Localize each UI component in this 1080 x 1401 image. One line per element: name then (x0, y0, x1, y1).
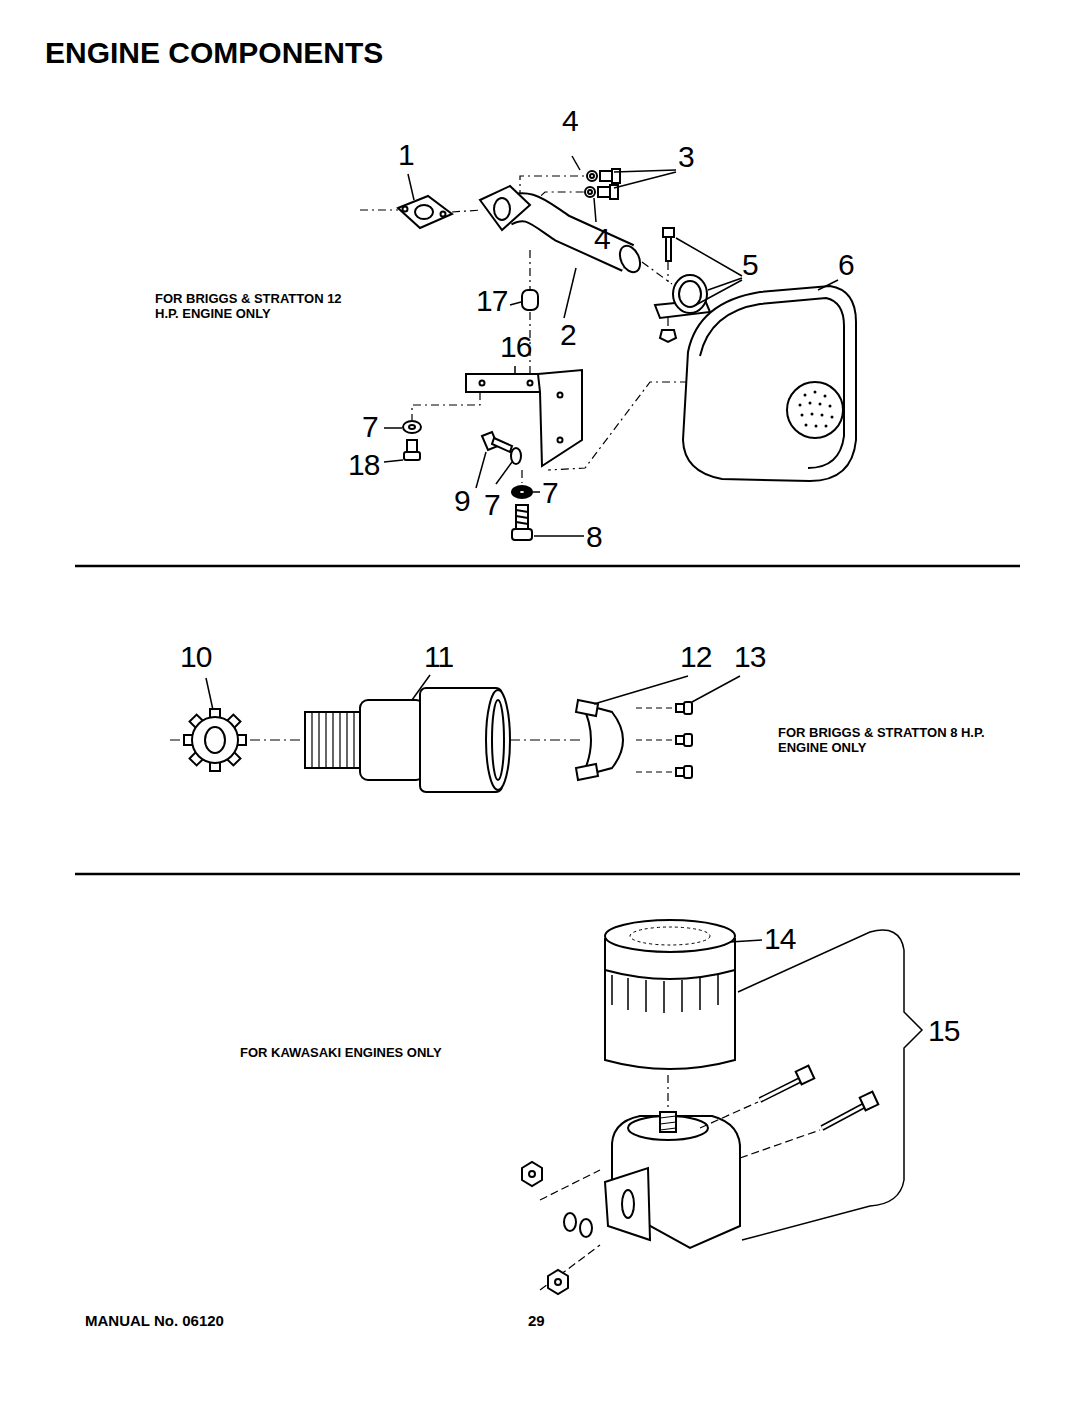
callout-number: 3 (678, 140, 694, 175)
callout-number: 11 (424, 640, 453, 675)
page-title: ENGINE COMPONENTS (45, 36, 383, 71)
page-footer: 29 (528, 1312, 545, 1329)
callout-number: 2 (560, 318, 576, 353)
callout-number: 6 (838, 248, 854, 283)
engine-note: FOR BRIGGS & STRATTON 8 H.P. ENGINE ONLY (778, 726, 1008, 756)
page-footer: MANUAL No. 06120 (85, 1312, 224, 1329)
callout-number: 14 (764, 922, 795, 957)
callout-number: 4 (594, 222, 610, 257)
callout-number: 7 (542, 476, 558, 511)
callout-number: 12 (680, 640, 711, 675)
engine-note: FOR KAWASAKI ENGINES ONLY (240, 1046, 540, 1061)
callout-number: 7 (362, 410, 378, 445)
callout-number: 18 (348, 448, 379, 483)
callout-number: 9 (454, 484, 470, 519)
callout-number: 1 (398, 138, 414, 173)
callout-number: 4 (562, 104, 578, 139)
callout-number: 7 (484, 488, 500, 523)
callout-number: 5 (742, 248, 758, 283)
callout-number: 10 (180, 640, 211, 675)
callout-number: 13 (734, 640, 765, 675)
callout-number: 16 (500, 330, 531, 365)
engine-note: FOR BRIGGS & STRATTON 12 H.P. ENGINE ONL… (155, 292, 365, 322)
callout-number: 15 (928, 1014, 959, 1049)
callout-number: 8 (586, 520, 602, 555)
callout-number: 17 (476, 284, 507, 319)
